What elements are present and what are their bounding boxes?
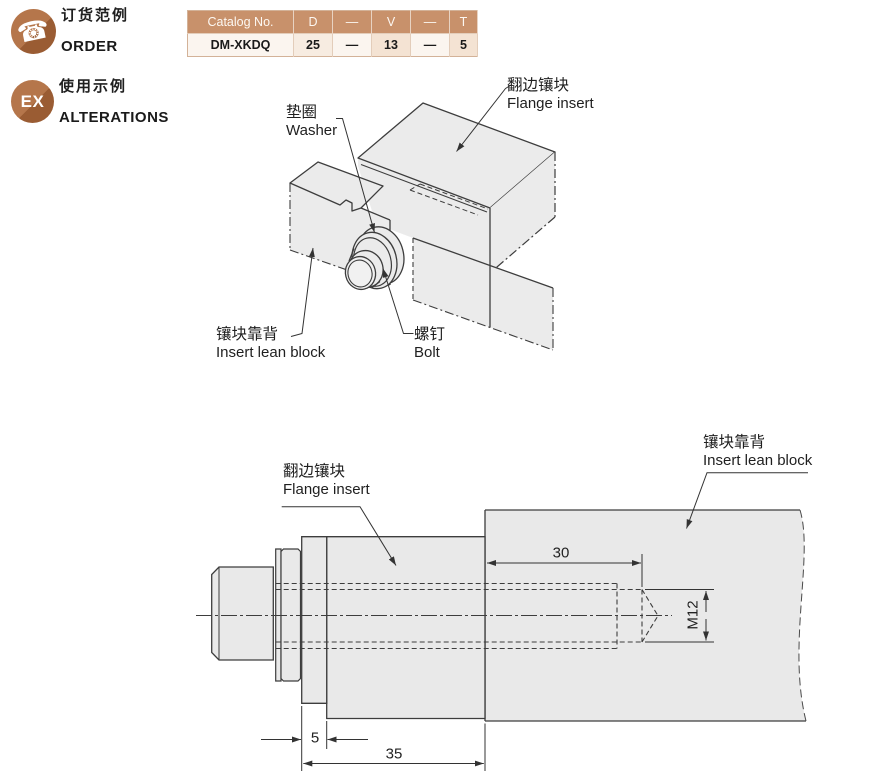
col-header-catalog: Catalog No. <box>187 10 294 34</box>
ex-icon: EX <box>11 80 54 123</box>
cell-catalog-no: DM-XKDQ <box>187 33 294 57</box>
alterations-title-en: ALTERATIONS <box>59 109 169 126</box>
iso-bolt-label: 螺钉 Bolt <box>414 326 445 362</box>
dimension-lines <box>261 554 714 771</box>
section-flange-insert-label-zh: 翻边镶块 <box>283 463 346 480</box>
dim-insert-length: 35 <box>385 745 403 763</box>
section-insert-lean-block-label: 镶块靠背 Insert lean block <box>703 434 812 470</box>
alterations-title-zh: 使用示例 <box>59 78 128 95</box>
dim-thread-depth: 30 <box>552 544 570 562</box>
section-leaders <box>281 472 808 566</box>
section-drawing <box>196 472 808 771</box>
dim-thread-size: M12 <box>684 600 702 630</box>
cell-d-value: 25 <box>293 33 333 57</box>
iso-flange-insert-label-en: Flange insert <box>507 95 594 112</box>
section-insert-lean-block-label-en: Insert lean block <box>703 452 813 469</box>
cell-v-value: 13 <box>371 33 411 57</box>
order-example-table: Catalog No. D — V — T DM-XKDQ 25 — 13 — … <box>187 10 478 57</box>
iso-insert-lean-block-label-zh: 镶块靠背 <box>216 326 279 343</box>
iso-bolt-label-en: Bolt <box>414 344 440 361</box>
iso-assembly-drawing <box>289 84 556 351</box>
phone-icon: ☎ <box>11 9 56 54</box>
iso-bolt-label-zh: 螺钉 <box>414 326 446 343</box>
col-header-dash2: — <box>410 10 450 34</box>
dim-flange-thickness: 5 <box>310 729 320 747</box>
iso-flange-insert-label: 翻边镶块 Flange insert <box>507 77 594 113</box>
order-title-zh: 订货范例 <box>61 7 130 24</box>
col-header-v: V <box>371 10 411 34</box>
iso-insert-lean-block-label: 镶块靠背 Insert lean block <box>216 326 325 362</box>
washer-and-bolt <box>344 226 405 291</box>
iso-washer-label-en: Washer <box>286 122 338 139</box>
cell-dash1-value: — <box>332 33 372 57</box>
iso-flange-insert-label-zh: 翻边镶块 <box>507 77 570 94</box>
col-header-dash1: — <box>332 10 372 34</box>
iso-washer-label-zh: 垫圈 <box>286 104 318 121</box>
cell-dash2-value: — <box>410 33 450 57</box>
section-flange-insert-label-en: Flange insert <box>283 481 370 498</box>
iso-leaders <box>290 84 513 337</box>
order-table-header-row: Catalog No. D — V — T <box>187 10 478 34</box>
section-insert-lean-block-label-zh: 镶块靠背 <box>703 434 766 451</box>
order-table-value-row: DM-XKDQ 25 — 13 — 5 <box>187 33 478 57</box>
col-header-t: T <box>449 10 478 34</box>
section-flange-insert-label: 翻边镶块 Flange insert <box>283 463 370 499</box>
col-header-d: D <box>293 10 333 34</box>
ex-icon-label: EX <box>20 91 45 111</box>
iso-washer-label: 垫圈 Washer <box>286 104 337 140</box>
order-title-en: ORDER <box>61 38 118 55</box>
iso-insert-lean-block-label-en: Insert lean block <box>216 344 326 361</box>
cell-t-value: 5 <box>449 33 478 57</box>
